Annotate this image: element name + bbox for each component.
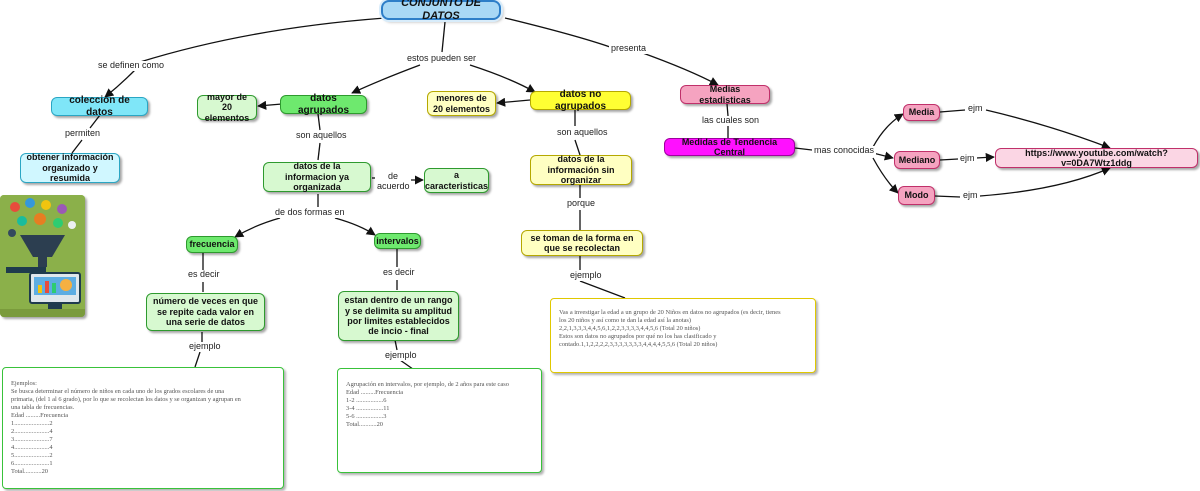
node-caracteristicas[interactable]: a caracteristicas bbox=[424, 168, 489, 193]
label-permiten: permiten bbox=[63, 128, 103, 139]
label-las-cuales: las cuales son bbox=[700, 115, 762, 126]
label-son-aquellos-2: son aquellos bbox=[555, 127, 610, 138]
label-es-decir-2: es decir bbox=[381, 267, 417, 278]
node-info-sin-organizar[interactable]: datos de la información sin organizar bbox=[530, 154, 632, 185]
node-media[interactable]: Media bbox=[903, 104, 940, 121]
root-node[interactable]: CONJUNTO DE DATOS bbox=[381, 0, 501, 22]
node-mayor-20[interactable]: mayor de 20 elementos bbox=[197, 92, 257, 123]
node-tendencia-central[interactable]: Medidas de Tendencia Central bbox=[664, 137, 795, 157]
note-ejemplo-frecuencia: Ejemplos: Se busca determinar el número … bbox=[2, 367, 284, 489]
note-ejemplo-no-agrupados: Vas a investigar la edad a un grupo de 2… bbox=[550, 298, 816, 373]
label-de-dos-formas: de dos formas en bbox=[273, 207, 347, 218]
data-illustration bbox=[0, 195, 85, 317]
computer-data-icon bbox=[0, 195, 85, 317]
label-se-definen: se definen como bbox=[96, 60, 167, 71]
node-menores-20[interactable]: menores de 20 elementos bbox=[427, 91, 496, 116]
label-ejemplo-1: ejemplo bbox=[187, 341, 223, 352]
node-intervalos[interactable]: intervalos bbox=[374, 233, 421, 249]
node-datos-no-agrupados[interactable]: datos no agrupados bbox=[530, 89, 631, 112]
label-de-acuerdo: de acuerdo bbox=[375, 171, 411, 192]
node-datos-agrupados[interactable]: datos agrupados bbox=[280, 93, 367, 116]
label-presenta: presenta bbox=[609, 43, 649, 54]
node-frecuencia[interactable]: frecuencia bbox=[186, 236, 238, 253]
label-son-aquellos-1: son aquellos bbox=[294, 130, 349, 141]
node-info-organizada[interactable]: datos de la informacion ya organizada bbox=[263, 161, 371, 192]
node-rango[interactable]: estan dentro de un rango y se delimita s… bbox=[338, 291, 459, 341]
label-ejm-1: ejm bbox=[966, 103, 985, 114]
label-porque: porque bbox=[565, 198, 598, 209]
node-mediana[interactable]: Mediano bbox=[894, 151, 940, 169]
label-ejemplo-2: ejemplo bbox=[383, 350, 419, 361]
node-se-toman[interactable]: se toman de la forma en que se recolecta… bbox=[521, 230, 643, 256]
node-numero-veces[interactable]: número de veces en que se repite cada va… bbox=[146, 293, 265, 331]
label-mas-conocidas: mas conocidas bbox=[812, 145, 877, 156]
label-ejemplo-3: ejemplo bbox=[568, 270, 604, 281]
label-ejm-2: ejm bbox=[958, 153, 977, 164]
node-moda[interactable]: Modo bbox=[898, 186, 935, 205]
label-pueden-ser: estos pueden ser bbox=[405, 53, 479, 64]
node-coleccion-datos[interactable]: colección de datos bbox=[51, 95, 148, 118]
label-es-decir-1: es decir bbox=[186, 269, 222, 280]
node-medias-estadisticas[interactable]: Medias estadisticas bbox=[680, 84, 770, 105]
youtube-link[interactable]: https://www.youtube.com/watch?v=0DA7Wtz1… bbox=[995, 148, 1198, 168]
label-ejm-3: ejm bbox=[961, 190, 980, 201]
note-ejemplo-intervalos: Agrupación en intervalos, por ejemplo, d… bbox=[337, 368, 542, 473]
node-obtener-informacion[interactable]: obtener información organizado y resumid… bbox=[20, 152, 120, 183]
